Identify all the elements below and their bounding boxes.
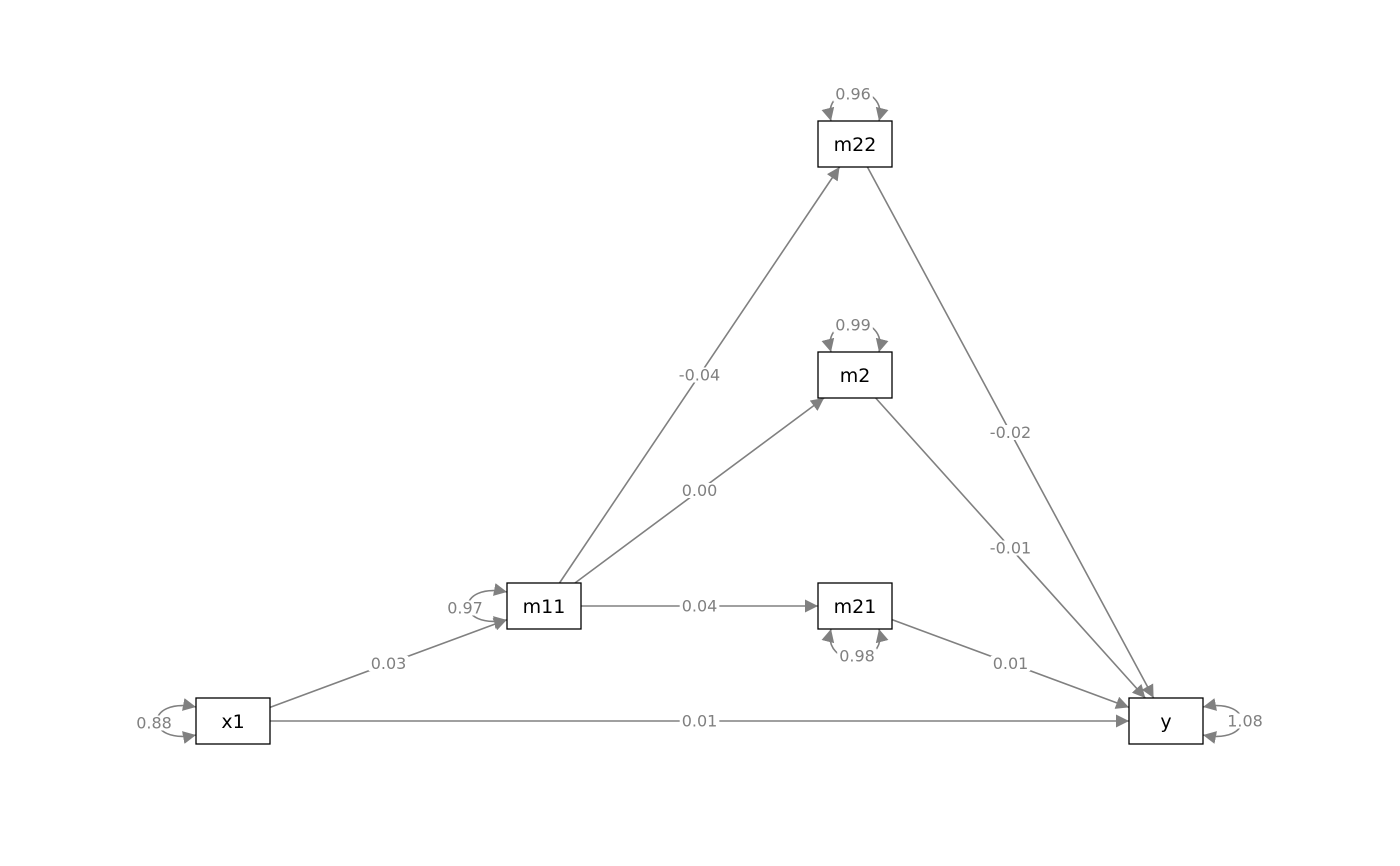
node-x1-box — [195, 697, 271, 745]
coef-label-x1-y-bg — [679, 713, 720, 729]
nodes-layer: x1 m11 m22 m2 m21 y — [195, 120, 1204, 745]
variance-label-m22: 0.96 — [833, 85, 873, 104]
coef-label-m21-y-bg — [990, 656, 1031, 671]
node-m21: m21 — [817, 582, 893, 630]
variance-label-x1: 0.88 — [134, 714, 174, 733]
node-y-box — [1128, 697, 1204, 745]
coef-label-x1-m11-text: 0.03 — [371, 654, 407, 673]
node-m22-label: m22 — [834, 134, 877, 156]
node-x1-label: x1 — [221, 711, 244, 733]
variance-label-m21-text: 0.98 — [839, 647, 875, 666]
variance-label-m11: 0.97 — [445, 599, 485, 618]
node-m2: m2 — [817, 351, 893, 399]
coef-label-m11-m2-text: 0.00 — [682, 481, 718, 500]
coef-label-m2-y: -0.01 — [987, 539, 1034, 558]
variance-label-x1-text: 0.88 — [136, 714, 172, 733]
coef-label-x1-m11-bg — [368, 656, 409, 671]
node-m22-box — [817, 120, 893, 168]
node-m11-box — [506, 582, 582, 630]
coef-label-m11-m22-text: -0.04 — [679, 366, 720, 385]
coef-label-m22-y: -0.02 — [987, 423, 1034, 442]
coef-label-m11-m22-bg — [676, 367, 723, 383]
variance-label-m2-text: 0.99 — [835, 316, 871, 335]
node-x1: x1 — [195, 697, 271, 745]
variance-label-y: 1.08 — [1225, 712, 1265, 731]
variance-label-x1-bg — [134, 715, 174, 731]
coef-label-m11-m21: 0.04 — [679, 597, 720, 616]
variance-label-m22-text: 0.96 — [835, 85, 871, 104]
variance-label-m21-bg — [837, 648, 877, 664]
coef-label-x1-y-text: 0.01 — [682, 712, 718, 731]
coef-label-m22-y-text: -0.02 — [990, 423, 1031, 442]
variance-label-y-text: 1.08 — [1227, 712, 1263, 731]
variance-label-y-bg — [1225, 713, 1265, 729]
node-y: y — [1128, 697, 1204, 745]
node-m22: m22 — [817, 120, 893, 168]
variance-label-m11-bg — [445, 600, 485, 616]
node-y-label: y — [1160, 711, 1171, 733]
node-m21-label: m21 — [834, 596, 877, 618]
coef-label-m21-y: 0.01 — [990, 654, 1031, 673]
coef-label-x1-m11: 0.03 — [368, 654, 409, 673]
coef-label-m11-m22: -0.04 — [676, 366, 723, 385]
variance-label-m2: 0.99 — [833, 316, 873, 335]
variance-label-m21: 0.98 — [837, 647, 877, 666]
variance-label-m2-bg — [833, 317, 873, 333]
coef-label-m11-m21-bg — [679, 598, 720, 614]
coef-label-m22-y-bg — [987, 425, 1034, 440]
coef-label-m11-m21-text: 0.04 — [682, 597, 718, 616]
node-m2-label: m2 — [840, 365, 871, 387]
node-m21-box — [817, 582, 893, 630]
coef-label-m21-y-text: 0.01 — [993, 654, 1029, 673]
variance-loops-layer — [156, 90, 1243, 744]
coef-label-m2-y-text: -0.01 — [990, 539, 1031, 558]
node-m2-box — [817, 351, 893, 399]
node-m11-label: m11 — [523, 596, 566, 618]
variance-label-m22-bg — [833, 86, 873, 102]
coef-label-m2-y-bg — [987, 540, 1034, 556]
node-m11: m11 — [506, 582, 582, 630]
coef-label-m11-m2: 0.00 — [679, 481, 720, 500]
coefficient-labels-layer: 0.03 0.01 -0.04 0.00 0.04 -0.02 -0.01 0.01 0.88 0… — [134, 85, 1265, 733]
variance-label-m11-text: 0.97 — [447, 599, 483, 618]
edges-layer — [269, 166, 1155, 728]
coef-label-m11-m2-bg — [679, 483, 720, 498]
coef-label-x1-y: 0.01 — [679, 712, 720, 731]
